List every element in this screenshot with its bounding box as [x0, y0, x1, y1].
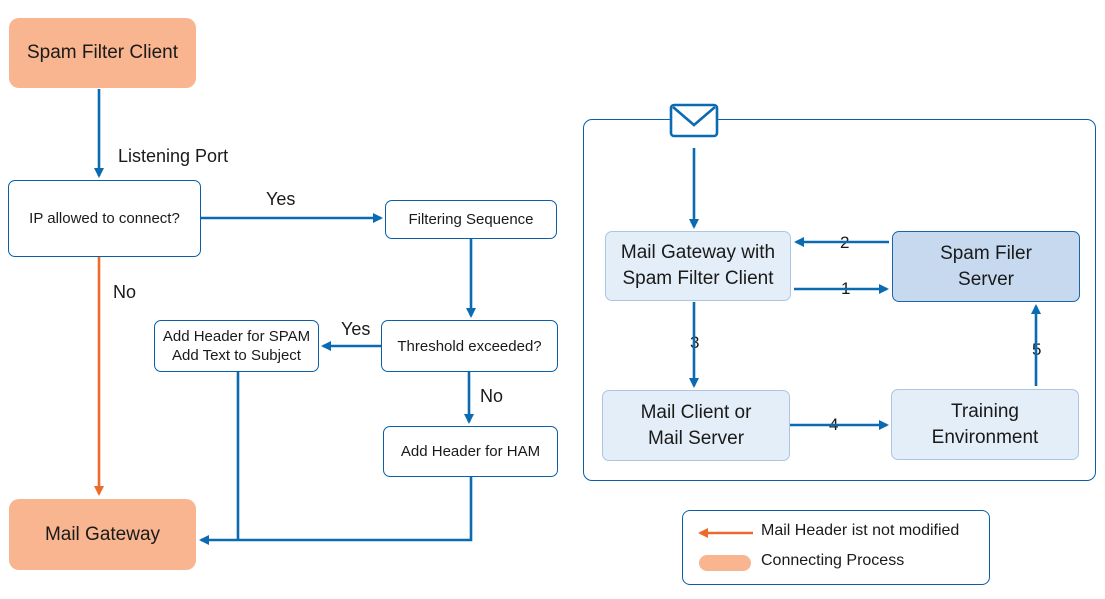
spam-filer-server-node: Spam Filer Server [892, 231, 1080, 302]
listening-port-label: Listening Port [118, 146, 229, 166]
spam-line-1: Add Header for SPAM [162, 328, 311, 345]
filtering-sequence-node: Filtering Sequence [385, 200, 557, 239]
client-line-1: Mail Client or [640, 401, 752, 423]
gateway-with-client-node: Mail Gateway with Spam Filter Client [605, 231, 791, 301]
legend [682, 510, 990, 585]
spam-line-2: Add Text to Subject [172, 347, 301, 364]
threshold-decision: Threshold exceeded? [381, 320, 558, 372]
legend-connecting-swatch [699, 555, 751, 571]
spam-filter-system-container [583, 119, 1096, 481]
step-4-label: 4 [829, 415, 839, 434]
step-2-label: 2 [840, 233, 850, 252]
step-3-label: 3 [690, 333, 700, 352]
mail-client-node: Mail Client or Mail Server [602, 390, 790, 461]
arrow-ham-to-gateway [199, 477, 473, 545]
client-line-2: Mail Server [647, 427, 745, 449]
add-header-ham-label: Add Header for HAM [400, 443, 541, 460]
server-line-1: Spam Filer [940, 242, 1032, 264]
no-label-ham: No [480, 386, 504, 406]
training-environment-node: Training Environment [891, 389, 1079, 460]
ip-allowed-decision: IP allowed to connect? [8, 180, 201, 257]
server-line-2: Server [958, 268, 1014, 290]
ip-allowed-label: IP allowed to connect? [29, 210, 180, 227]
filtering-sequence-label: Filtering Sequence [408, 211, 534, 228]
add-header-ham-node: Add Header for HAM [383, 426, 558, 477]
yes-label-spam: Yes [341, 319, 371, 339]
training-line-2: Environment [931, 426, 1039, 448]
spam-filter-client-node: Spam Filter Client [9, 18, 196, 88]
no-label-ip: No [113, 282, 137, 302]
training-line-1: Training [951, 400, 1019, 422]
yes-label-ip: Yes [266, 189, 296, 209]
add-header-spam-node: Add Header for SPAM Add Text to Subject [154, 320, 319, 372]
step-1-label: 1 [841, 279, 851, 298]
legend-not-modified-label: Mail Header ist not modified [761, 522, 960, 539]
mail-gateway-label: Mail Gateway [44, 523, 161, 545]
threshold-label: Threshold exceeded? [397, 337, 542, 355]
spam-filter-client-label: Spam Filter Client [27, 42, 178, 63]
legend-connecting-label: Connecting Process [761, 552, 905, 569]
step-5-label: 5 [1032, 340, 1042, 359]
gateway-line-2: Spam Filter Client [622, 268, 774, 289]
gateway-line-1: Mail Gateway with [620, 242, 776, 263]
mail-gateway-node: Mail Gateway [9, 499, 196, 570]
